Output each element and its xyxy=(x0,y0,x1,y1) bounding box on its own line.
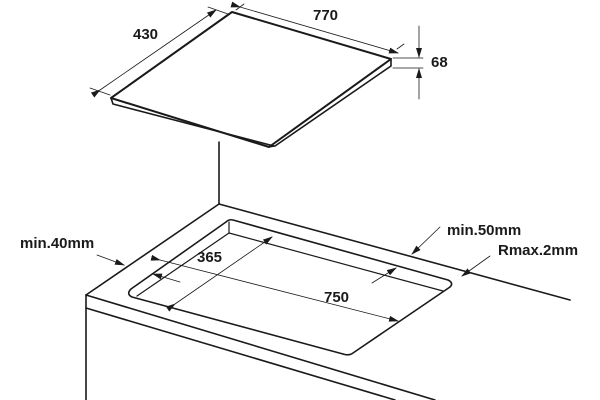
dimension-770 xyxy=(230,1,405,54)
leader-rmax-2mm xyxy=(461,255,491,277)
dimension-68 xyxy=(392,25,424,100)
label-min-40mm: min.40mm xyxy=(20,235,95,252)
leader-min-50mm xyxy=(371,226,441,284)
label-min-50mm: min.50mm xyxy=(447,222,522,239)
label-430: 430 xyxy=(133,26,159,43)
label-770: 770 xyxy=(313,7,339,24)
dimension-430 xyxy=(89,6,229,98)
countertop xyxy=(85,141,571,400)
label-rmax-2mm: Rmax.2mm xyxy=(498,242,579,259)
label-68: 68 xyxy=(431,54,448,71)
label-750: 750 xyxy=(324,289,350,306)
dimension-750 xyxy=(150,254,399,322)
leader-min-40mm xyxy=(96,254,181,283)
label-365: 365 xyxy=(197,249,223,266)
